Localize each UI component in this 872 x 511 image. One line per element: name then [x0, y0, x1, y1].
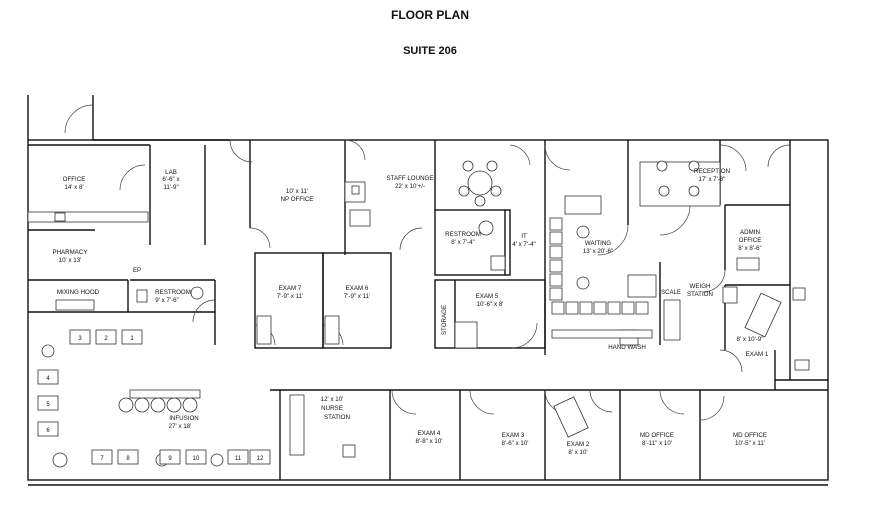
- room-exam1-size: 8' x 10'-9": [737, 336, 764, 343]
- room-exam1-name: EXAM 1: [746, 351, 769, 358]
- room-exam3-size: 8'-6" x 10': [502, 440, 529, 447]
- infusion-chair-6-box: [37, 421, 59, 437]
- room-reception-size: 17' x 7'-8": [699, 176, 726, 183]
- room-waiting-name: WAITING: [585, 240, 611, 247]
- room-mixing-hood-name: MIXING HOOD: [57, 289, 100, 296]
- infusion-chair-9-box: [159, 449, 181, 465]
- doors: [64, 104, 791, 421]
- room-md-office2-size: 10'-5" x 11': [735, 440, 765, 447]
- room-lab-name: LAB: [165, 169, 177, 176]
- infusion-chair-7-number: 7: [100, 456, 104, 462]
- room-pharmacy-name: PHARMACY: [52, 249, 87, 256]
- room-labels: OFFICE 14' x 8' LAB 6'-6" x 11'-9" 10' x…: [52, 168, 768, 456]
- infusion-chair-4-box: [37, 369, 59, 385]
- infusion-chair-8-number: 8: [126, 456, 130, 462]
- room-md-office1-size: 8'-11" x 10': [642, 440, 672, 447]
- infusion-chair-5-number: 5: [46, 402, 50, 408]
- room-weigh-name: WEIGH: [690, 283, 711, 290]
- room-exam2-name: EXAM 2: [567, 441, 590, 448]
- room-exam4-name: EXAM 4: [418, 430, 441, 437]
- walls: [27, 95, 829, 486]
- infusion-chair-12-number: 12: [257, 456, 264, 462]
- infusion-chair-11-number: 11: [235, 456, 242, 462]
- room-md-office1-name: MD OFFICE: [640, 432, 674, 439]
- infusion-chair-12-box: [249, 449, 271, 465]
- room-nurse-name: NURSE: [321, 405, 343, 412]
- room-hand-wash-name: HAND WASH: [608, 344, 646, 351]
- room-exam6-name: EXAM 6: [346, 285, 369, 292]
- room-pharmacy-size: 10' x 13': [59, 257, 82, 264]
- infusion-chair-1-number: 1: [130, 336, 134, 342]
- room-office-size: 14' x 8': [64, 184, 83, 191]
- infusion-chair-3-number: 3: [78, 336, 82, 342]
- room-infusion-size: 27' x 18': [169, 423, 192, 430]
- room-storage-name: STORAGE: [441, 305, 448, 335]
- infusion-chair-9-number: 9: [168, 456, 172, 462]
- room-it-size: 4' x 7'-4": [512, 241, 535, 248]
- room-office-name: OFFICE: [63, 176, 86, 183]
- room-restroom-lower-size: 9' x 7'-6": [155, 297, 178, 304]
- room-np-office-size: 10' x 11': [286, 188, 308, 195]
- room-exam5-name: EXAM 5: [476, 293, 499, 300]
- room-exam6-size: 7'-9" x 11': [344, 293, 370, 300]
- infusion-chairs: 3 2 1 4 5 6 7 8 9 10 11 12: [37, 329, 271, 465]
- room-admin-size: 8' x 8'-6": [738, 245, 761, 252]
- fixtures: [27, 160, 810, 468]
- infusion-chair-5-box: [37, 395, 59, 411]
- infusion-chair-6-number: 6: [46, 428, 50, 434]
- ep-marker: EP: [133, 268, 141, 274]
- room-restroom-upper-name: RESTROOM: [445, 231, 481, 238]
- room-admin-name2: OFFICE: [739, 237, 762, 244]
- room-restroom-lower-name: RESTROOM: [155, 289, 191, 296]
- infusion-chair-3-box: [69, 329, 91, 345]
- infusion-chair-11-box: [227, 449, 249, 465]
- infusion-chair-4-number: 4: [46, 376, 50, 382]
- room-exam7-name: EXAM 7: [279, 285, 302, 292]
- infusion-chair-10-box: [185, 449, 207, 465]
- room-exam3-name: EXAM 3: [502, 432, 525, 439]
- room-staff-lounge-name: STAFF LOUNGE: [387, 175, 434, 182]
- scale-marker: SCALE: [661, 290, 681, 296]
- room-restroom-upper-size: 8' x 7'-4": [451, 239, 474, 246]
- room-np-office-name: NP OFFICE: [281, 196, 314, 203]
- infusion-chair-2-box: [95, 329, 117, 345]
- infusion-chair-10-number: 10: [193, 456, 200, 462]
- room-admin-name: ADMIN: [740, 229, 760, 236]
- infusion-chair-7-box: [91, 449, 113, 465]
- room-exam2-size: 8' x 10': [568, 449, 587, 456]
- room-reception-name: RECEPTION: [694, 168, 730, 175]
- room-nurse-name2: STATION: [324, 414, 350, 421]
- room-weigh-name2: STATION: [687, 291, 713, 298]
- infusion-chair-2-number: 2: [104, 336, 108, 342]
- room-md-office2-name: MD OFFICE: [733, 432, 767, 439]
- room-exam4-size: 8'-8" x 10': [416, 438, 443, 445]
- room-nurse-size: 12' x 10': [321, 396, 344, 403]
- room-waiting-size: 13' x 20'-6": [583, 248, 613, 255]
- plan-title: FLOOR PLAN: [391, 8, 469, 22]
- room-staff-lounge-size: 22' x 10'+/-: [395, 183, 425, 190]
- infusion-chair-8-box: [117, 449, 139, 465]
- room-infusion-name: INFUSION: [169, 415, 199, 422]
- infusion-chair-1-box: [121, 329, 143, 345]
- room-lab-size: 6'-6" x: [162, 176, 180, 183]
- room-lab-size2: 11'-9": [163, 184, 178, 191]
- suite-label: SUITE 206: [403, 45, 457, 57]
- room-exam7-size: 7'-9" x 11': [277, 293, 303, 300]
- room-exam5-size: 10'-6" x 8': [477, 301, 504, 308]
- room-it-name: IT: [521, 233, 527, 240]
